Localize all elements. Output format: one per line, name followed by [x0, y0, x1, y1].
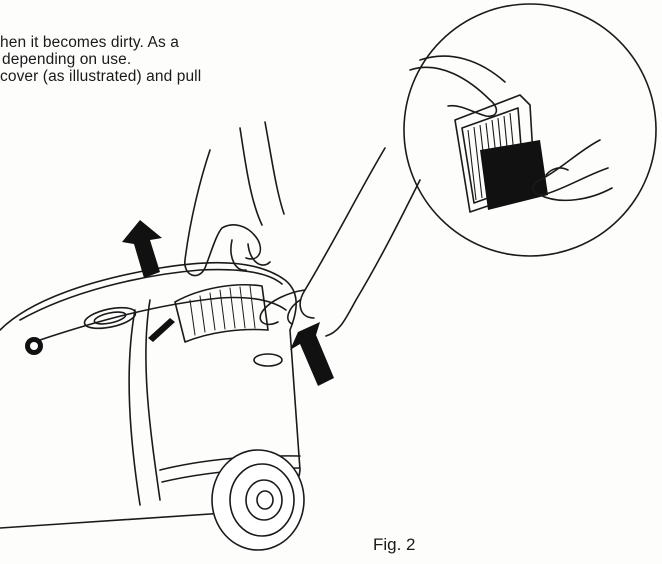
up-arrow-icon	[122, 220, 162, 278]
filter-cover	[174, 283, 269, 343]
instruction-text: hen it becomes dirty. As a depending on …	[0, 34, 340, 85]
instruction-line: depending on use.	[2, 51, 132, 68]
filter-pad	[480, 140, 548, 210]
vacuum-body	[0, 261, 305, 551]
instruction-line: cover (as illustrated) and pull	[0, 68, 202, 85]
detail-inset	[403, 3, 657, 257]
wheel	[211, 449, 305, 551]
up-right-arrow-icon	[290, 322, 334, 386]
inset-circle	[403, 3, 657, 257]
figure-caption: Fig. 2	[373, 535, 416, 554]
hands-removing-cover	[184, 121, 421, 337]
instruction-line: hen it becomes dirty. As a	[0, 34, 179, 51]
